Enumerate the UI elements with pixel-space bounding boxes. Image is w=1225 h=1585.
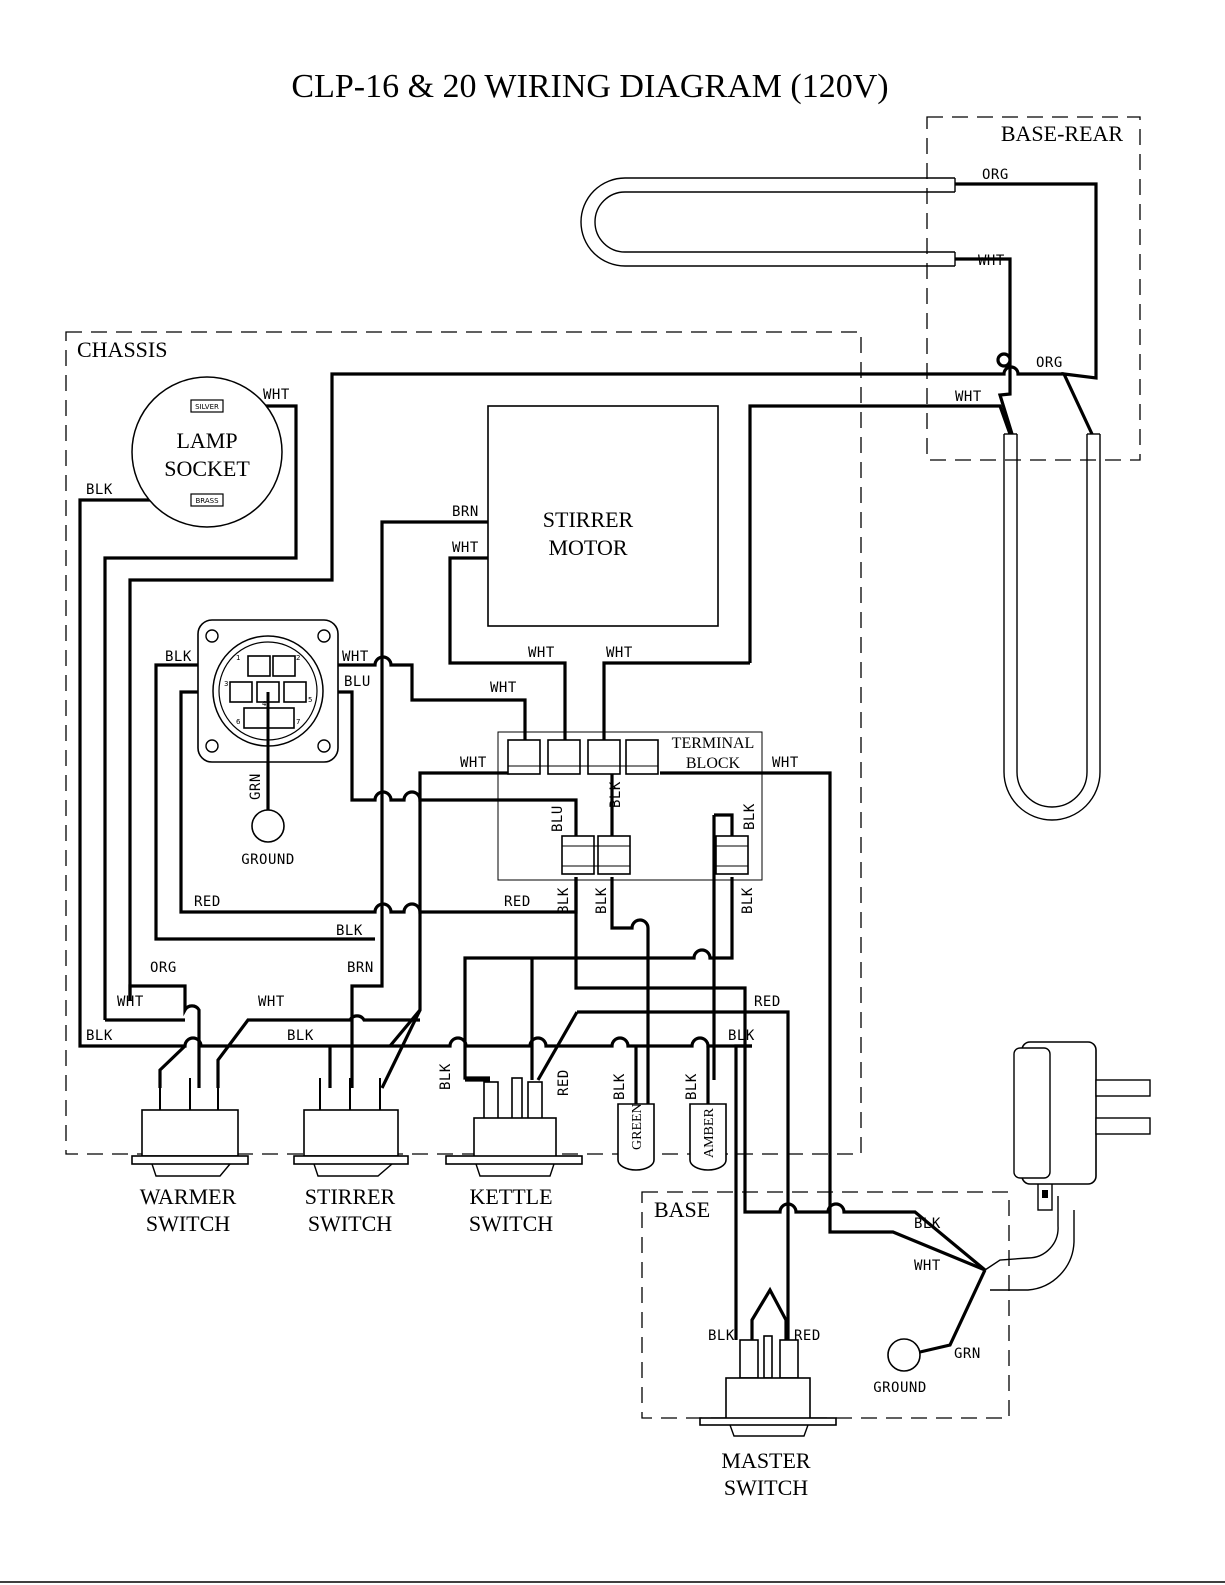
svg-text:BLK: BLK bbox=[287, 1028, 314, 1044]
svg-text:BRN: BRN bbox=[452, 504, 479, 520]
svg-text:WHT: WHT bbox=[342, 649, 369, 665]
svg-text:RED: RED bbox=[504, 894, 531, 910]
svg-text:STIRRER: STIRRER bbox=[543, 507, 634, 532]
svg-text:GRN: GRN bbox=[248, 773, 264, 800]
svg-text:RED: RED bbox=[754, 994, 781, 1010]
svg-text:BLK: BLK bbox=[336, 923, 363, 939]
svg-text:BLU: BLU bbox=[550, 805, 566, 832]
svg-text:WHT: WHT bbox=[460, 755, 487, 771]
svg-text:ORG: ORG bbox=[1036, 355, 1063, 371]
svg-text:BLK: BLK bbox=[612, 1073, 628, 1100]
svg-text:ORG: ORG bbox=[150, 960, 177, 976]
svg-text:7: 7 bbox=[296, 718, 300, 726]
thermostat-connector: 1 2 3 4 5 6 7 bbox=[197, 619, 339, 810]
svg-text:BLK: BLK bbox=[684, 1073, 700, 1100]
base-ground: GROUND bbox=[873, 1338, 927, 1396]
svg-text:BLK: BLK bbox=[740, 887, 756, 914]
svg-text:6: 6 bbox=[236, 718, 241, 726]
heater-element-top bbox=[580, 177, 956, 267]
svg-text:BLK: BLK bbox=[608, 781, 624, 808]
lamp-socket: LAMP SOCKET SILVER BRASS bbox=[131, 376, 283, 528]
svg-text:BLK: BLK bbox=[556, 887, 572, 914]
svg-text:SILVER: SILVER bbox=[195, 403, 219, 411]
svg-text:AMBER: AMBER bbox=[702, 1108, 717, 1158]
svg-text:MASTER: MASTER bbox=[721, 1448, 811, 1473]
chassis-ground: GROUND bbox=[241, 809, 295, 868]
master-switch: MASTER SWITCH bbox=[699, 1286, 837, 1500]
svg-text:BLK: BLK bbox=[742, 803, 758, 830]
svg-text:SWITCH: SWITCH bbox=[146, 1211, 230, 1236]
svg-text:WHT: WHT bbox=[117, 994, 144, 1010]
svg-text:3: 3 bbox=[224, 680, 228, 688]
svg-text:GRN: GRN bbox=[954, 1346, 981, 1362]
svg-text:WHT: WHT bbox=[528, 645, 555, 661]
heater-element-right bbox=[1003, 433, 1101, 821]
svg-text:1: 1 bbox=[236, 654, 240, 662]
svg-text:BLK: BLK bbox=[165, 649, 192, 665]
svg-text:WHT: WHT bbox=[263, 387, 290, 403]
region-chassis: CHASSIS bbox=[65, 331, 862, 1155]
svg-text:BLOCK: BLOCK bbox=[686, 755, 741, 772]
svg-text:BLK: BLK bbox=[594, 887, 610, 914]
svg-text:BRN: BRN bbox=[347, 960, 374, 976]
svg-text:SWITCH: SWITCH bbox=[308, 1211, 392, 1236]
svg-text:GREEN: GREEN bbox=[630, 1103, 645, 1150]
svg-text:BLK: BLK bbox=[708, 1328, 735, 1344]
svg-text:WHT: WHT bbox=[955, 389, 982, 405]
amber-indicator-light: AMBER bbox=[689, 1103, 727, 1171]
svg-text:2: 2 bbox=[296, 654, 300, 662]
svg-text:KETTLE: KETTLE bbox=[469, 1184, 552, 1209]
stirrer-switch: STIRRER SWITCH bbox=[293, 1078, 409, 1236]
kettle-switch: KETTLE SWITCH bbox=[445, 1077, 583, 1236]
svg-text:WHT: WHT bbox=[772, 755, 799, 771]
svg-text:WHT: WHT bbox=[258, 994, 285, 1010]
svg-text:BLK: BLK bbox=[438, 1063, 454, 1090]
svg-text:SOCKET: SOCKET bbox=[164, 456, 250, 481]
svg-text:SWITCH: SWITCH bbox=[724, 1475, 808, 1500]
svg-text:MOTOR: MOTOR bbox=[548, 535, 627, 560]
svg-text:WHT: WHT bbox=[978, 253, 1005, 269]
warmer-switch: WARMER SWITCH bbox=[131, 1078, 249, 1236]
svg-text:BLK: BLK bbox=[914, 1216, 941, 1232]
svg-text:WHT: WHT bbox=[452, 540, 479, 556]
svg-text:BLK: BLK bbox=[86, 482, 113, 498]
svg-text:TERMINAL: TERMINAL bbox=[672, 735, 755, 752]
power-plug bbox=[984, 1041, 1151, 1291]
svg-text:BLU: BLU bbox=[344, 674, 371, 690]
svg-text:WARMER: WARMER bbox=[140, 1184, 237, 1209]
svg-text:CHASSIS: CHASSIS bbox=[77, 337, 167, 362]
svg-text:RED: RED bbox=[194, 894, 221, 910]
svg-text:SWITCH: SWITCH bbox=[469, 1211, 553, 1236]
wires bbox=[78, 182, 1098, 1354]
svg-text:RED: RED bbox=[794, 1328, 821, 1344]
svg-text:WHT: WHT bbox=[490, 680, 517, 696]
green-indicator-light: GREEN bbox=[617, 1103, 655, 1171]
svg-text:WHT: WHT bbox=[914, 1258, 941, 1274]
svg-text:GROUND: GROUND bbox=[241, 852, 295, 868]
stirrer-motor: STIRRER MOTOR bbox=[487, 405, 719, 627]
svg-text:RED: RED bbox=[556, 1069, 572, 1096]
svg-text:LAMP: LAMP bbox=[176, 428, 237, 453]
terminal-block: TERMINAL BLOCK bbox=[497, 731, 763, 881]
svg-text:5: 5 bbox=[308, 696, 312, 704]
svg-text:BRASS: BRASS bbox=[195, 497, 219, 505]
svg-text:BASE: BASE bbox=[654, 1197, 710, 1222]
svg-text:BLK: BLK bbox=[728, 1028, 755, 1044]
diagram-title: CLP-16 & 20 WIRING DIAGRAM (120V) bbox=[291, 68, 888, 105]
svg-text:BLK: BLK bbox=[86, 1028, 113, 1044]
svg-text:WHT: WHT bbox=[606, 645, 633, 661]
region-base: BASE bbox=[641, 1191, 1010, 1419]
svg-text:BASE-REAR: BASE-REAR bbox=[1001, 121, 1124, 146]
svg-text:4: 4 bbox=[262, 700, 267, 708]
svg-text:GROUND: GROUND bbox=[873, 1380, 927, 1396]
svg-text:STIRRER: STIRRER bbox=[305, 1184, 396, 1209]
wire-labels: ORG WHT ORG WHT WHT BLK BRN WHT WHT WHT … bbox=[86, 167, 1063, 1362]
svg-text:ORG: ORG bbox=[982, 167, 1009, 183]
region-base-rear: BASE-REAR bbox=[926, 116, 1141, 461]
